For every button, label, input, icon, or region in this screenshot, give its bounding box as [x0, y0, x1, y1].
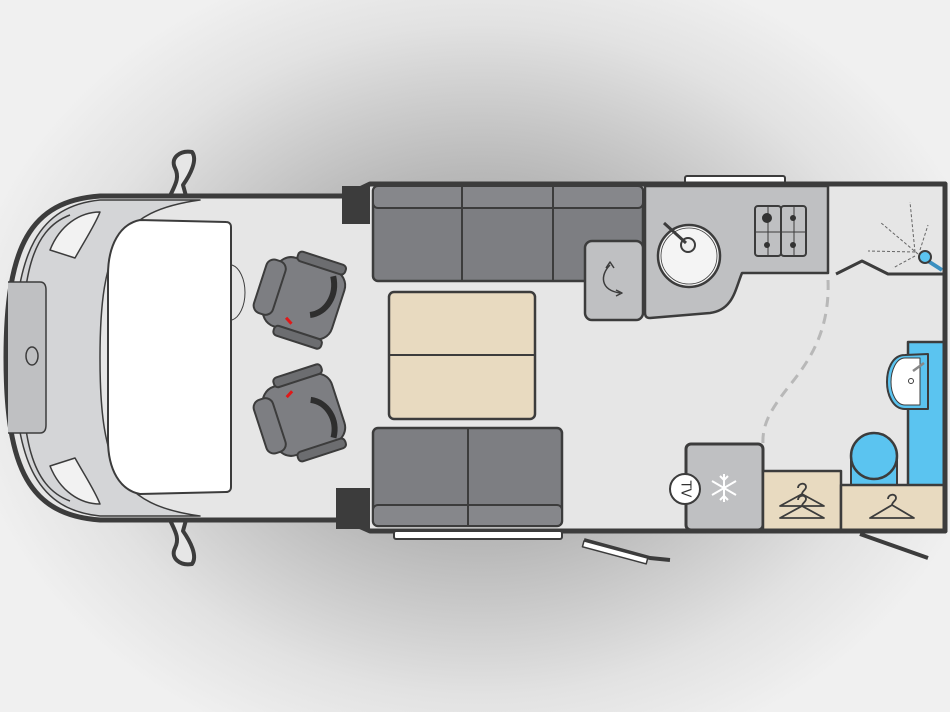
b-pillar-bottom — [336, 488, 370, 529]
tv-point: TV — [669, 473, 701, 505]
sofa-bottom — [371, 426, 564, 528]
wardrobe-left — [761, 469, 843, 532]
b-pillar-top — [342, 186, 370, 224]
shower-tray-edge — [835, 259, 945, 276]
shower-head-icon — [918, 250, 944, 272]
habitation-door — [583, 538, 671, 562]
shower-spray — [867, 201, 929, 269]
hanger-icon — [869, 493, 915, 519]
dinette-table — [387, 290, 537, 421]
mirror-left — [168, 149, 197, 198]
toilet — [849, 431, 899, 486]
swivel-arrow-icon — [602, 264, 621, 294]
steering-wheel — [231, 264, 246, 321]
washbasin — [886, 353, 929, 410]
headlight-right — [49, 457, 101, 505]
windscreen — [107, 219, 232, 495]
headlight-left — [49, 211, 101, 259]
sofa-top — [371, 184, 645, 283]
snowflake-icon — [711, 474, 737, 502]
tap-icon — [662, 221, 688, 245]
kitchen-sink — [656, 223, 722, 289]
hob — [754, 205, 807, 257]
window-bottom — [393, 530, 563, 540]
tv-label: TV — [678, 480, 693, 498]
swivel-seat — [583, 239, 645, 322]
badge — [25, 346, 39, 366]
driver-seat — [252, 250, 347, 350]
hanger-icon — [779, 482, 825, 519]
kitchen-unit — [643, 184, 830, 320]
mirror-right — [168, 518, 197, 567]
passenger-seat — [252, 363, 347, 463]
washroom-door-swing — [761, 279, 830, 445]
washroom-door-line — [859, 532, 929, 560]
wardrobe-right — [839, 483, 947, 532]
grille — [8, 281, 47, 434]
